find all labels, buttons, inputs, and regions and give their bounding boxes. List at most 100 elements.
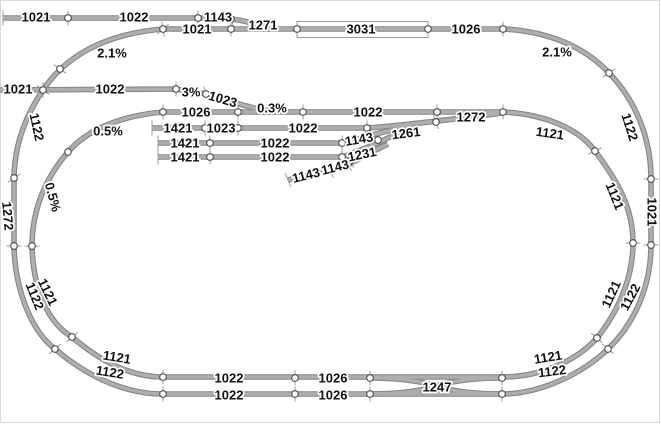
track-joint[interactable] — [227, 15, 235, 23]
track-label: 1143 — [291, 164, 322, 185]
track-label: 1026 — [319, 371, 348, 386]
track-joint[interactable] — [299, 108, 307, 116]
track-label: 1261 — [391, 124, 422, 142]
track-joint[interactable] — [344, 160, 352, 168]
track-label: 1022 — [261, 150, 290, 165]
track-label: 1022 — [289, 121, 318, 136]
track-label: 1143 — [344, 129, 374, 149]
track-label: 1021 — [183, 22, 212, 37]
track-joint[interactable] — [172, 85, 180, 93]
track-label: 1026 — [452, 22, 481, 37]
track-joint[interactable] — [206, 153, 214, 161]
track-joint[interactable] — [499, 25, 507, 33]
track-joint[interactable] — [366, 390, 374, 398]
track-label: 1247 — [423, 380, 452, 395]
track-label: 1271 — [249, 18, 278, 33]
track-joint[interactable] — [10, 242, 18, 250]
track-label: 1026 — [182, 105, 211, 120]
track-joint[interactable] — [201, 124, 209, 132]
track-label: 1021 — [644, 198, 659, 227]
track-joint[interactable] — [338, 139, 346, 147]
track-label: 2.1% — [542, 45, 572, 60]
track-joint[interactable] — [227, 25, 235, 33]
track-joint[interactable] — [591, 147, 599, 155]
track-label: 1022 — [120, 10, 149, 25]
track-joint[interactable] — [338, 153, 346, 161]
inner-loop-east[interactable] — [501, 110, 635, 379]
track-label: 1121 — [533, 348, 563, 367]
track-label: 1022 — [261, 136, 290, 151]
track-joint[interactable] — [432, 118, 440, 126]
yard-track-a[interactable] — [152, 111, 504, 130]
track-joint[interactable] — [68, 333, 76, 341]
track-joint[interactable] — [159, 390, 167, 398]
track-joint[interactable] — [194, 14, 202, 22]
track-label: 1122 — [27, 112, 48, 143]
track-label: 1272 — [457, 110, 486, 125]
tick-layer — [2, 10, 659, 402]
track-label: 0.5% — [42, 181, 64, 214]
track-label: 2.1% — [97, 46, 127, 61]
track-label: 1121 — [535, 124, 565, 143]
track-joint[interactable] — [206, 139, 214, 147]
outer-loop-east[interactable] — [501, 27, 653, 396]
track-joint[interactable] — [28, 242, 36, 250]
track-label: 1121 — [603, 180, 627, 212]
track-joint[interactable] — [498, 374, 506, 382]
track-joint[interactable] — [39, 86, 47, 94]
track-joint[interactable] — [629, 239, 637, 247]
track-label: 1021 — [4, 82, 33, 97]
track-joint[interactable] — [326, 167, 334, 175]
track-joint[interactable] — [365, 130, 373, 138]
track-label: 1023 — [207, 121, 236, 136]
track-joint[interactable] — [605, 69, 613, 77]
inner-loop-west[interactable] — [30, 110, 164, 379]
outer-loop-west[interactable] — [12, 89, 164, 396]
track-joint[interactable] — [159, 373, 167, 381]
track-joint[interactable] — [159, 25, 167, 33]
track-joint[interactable] — [374, 136, 382, 144]
inner-loop-west[interactable] — [29, 109, 164, 380]
track-label: 1421 — [171, 150, 200, 165]
track-label: 1121 — [102, 348, 132, 367]
track-label: 1143 — [204, 10, 232, 25]
track-joint[interactable] — [202, 90, 210, 98]
track-joint[interactable] — [56, 65, 64, 73]
track-label: 1421 — [171, 136, 200, 151]
track-joint[interactable] — [498, 390, 506, 398]
track-joint[interactable] — [291, 390, 299, 398]
track-joint[interactable] — [234, 124, 242, 132]
track-joint[interactable] — [51, 345, 59, 353]
track-joint[interactable] — [366, 374, 374, 382]
track-joint[interactable] — [10, 174, 18, 182]
track-joint[interactable] — [293, 25, 301, 33]
track-joint[interactable] — [64, 14, 72, 22]
track-label: 1026 — [319, 388, 348, 403]
yard-track-c[interactable] — [158, 126, 409, 159]
track-joint[interactable] — [647, 241, 655, 249]
track-joint[interactable] — [234, 108, 242, 116]
crossover-diagonal-b[interactable] — [369, 376, 503, 396]
track-joint[interactable] — [291, 374, 299, 382]
track-label: 1021 — [22, 10, 51, 25]
track-joint[interactable] — [424, 25, 432, 33]
track-label: 3% — [182, 85, 201, 100]
inner-loop-east[interactable] — [501, 109, 636, 380]
track-joint[interactable] — [604, 345, 612, 353]
track-label: 1122 — [95, 363, 125, 382]
track-joint[interactable] — [159, 108, 167, 116]
track-label: 1122 — [537, 362, 567, 380]
track-joint[interactable] — [64, 148, 72, 156]
track-joint[interactable] — [647, 175, 655, 183]
track-label: 1022 — [354, 105, 383, 120]
track-label: 1022 — [215, 388, 244, 403]
track-joint[interactable] — [499, 108, 507, 116]
node-layer — [10, 14, 655, 398]
track-joint[interactable] — [593, 334, 601, 342]
grade-curve-west[interactable] — [41, 27, 164, 91]
track-fills — [0, 16, 653, 396]
track-joint[interactable] — [433, 108, 441, 116]
